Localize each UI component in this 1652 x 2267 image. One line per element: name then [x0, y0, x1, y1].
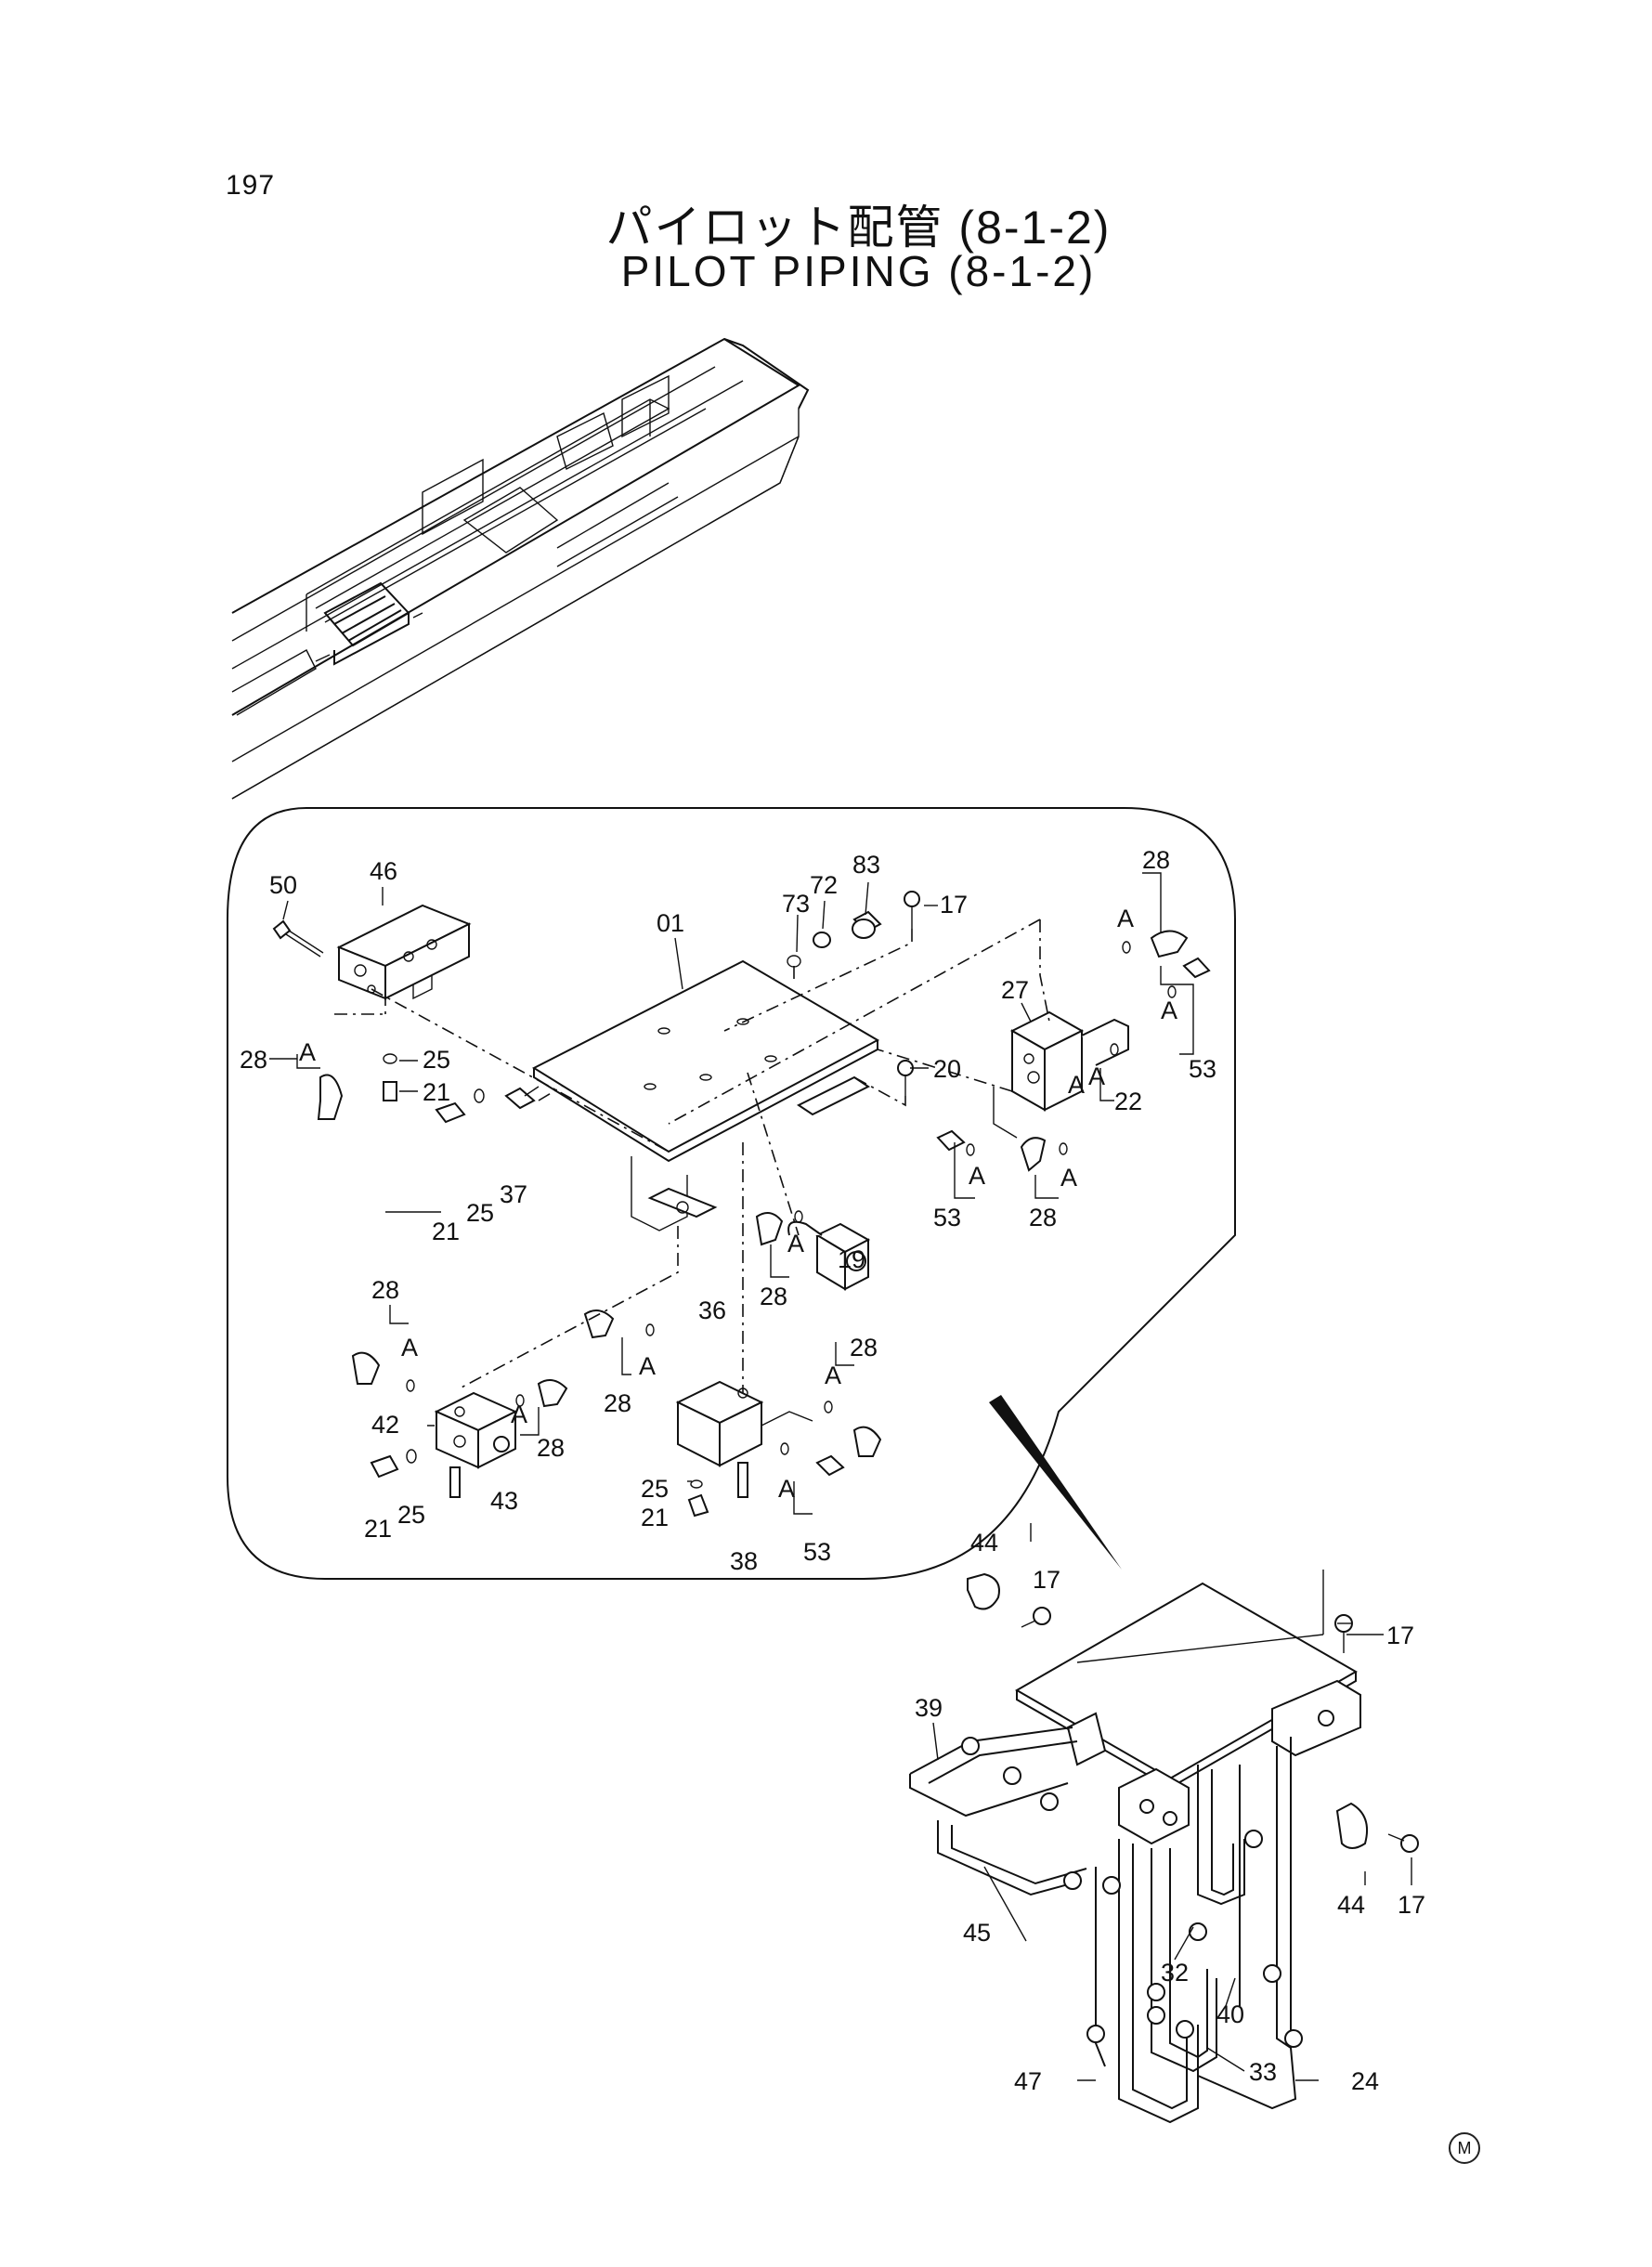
callout-44-right: 44	[1337, 1891, 1365, 1919]
callout-01: 01	[657, 909, 684, 937]
callout-17-top: 17	[940, 891, 968, 919]
callout-17-right: 17	[1386, 1622, 1414, 1649]
alignment-lines	[334, 919, 1050, 1393]
bolt-50-icon	[272, 919, 324, 958]
highlighted-valve-cluster	[315, 581, 423, 666]
detail-mark-a: A	[825, 1362, 841, 1389]
callout-28-top-right: 28	[1142, 846, 1170, 874]
manufacturer-mark: M	[1449, 2132, 1480, 2164]
callout-47: 47	[1014, 2067, 1042, 2095]
callout-45: 45	[963, 1919, 991, 1947]
leader-lines	[269, 881, 1412, 2081]
callout-21-mid: 21	[432, 1218, 460, 1245]
valve-block-36-icon	[675, 1380, 813, 1467]
exploded-view	[272, 872, 1211, 1518]
callout-21-lower: 21	[364, 1515, 392, 1543]
detail-mark-a: A	[787, 1230, 804, 1257]
detail-mark-a: A	[511, 1401, 527, 1428]
assembled-view	[909, 1570, 1419, 2124]
valve-block-46-icon	[336, 904, 472, 1000]
callout-28-left: 28	[240, 1046, 267, 1074]
callout-28-lower-mid: 28	[537, 1434, 565, 1462]
callout-17-mid: 17	[1033, 1566, 1060, 1594]
detail-mark-a: A	[639, 1352, 656, 1380]
callout-19: 19	[838, 1245, 865, 1273]
callout-83: 83	[852, 851, 880, 879]
callout-38: 38	[730, 1547, 758, 1575]
mounting-plate-01-icon	[531, 959, 880, 1231]
detail-a-marks: A A A A A A A A A A A A A	[299, 905, 1177, 1503]
callout-40: 40	[1216, 2000, 1244, 2028]
callout-32: 32	[1161, 1959, 1189, 1987]
callout-33: 33	[1249, 2058, 1277, 2086]
title-english: PILOT PIPING (8-1-2)	[620, 247, 1097, 295]
machine-frame-overview	[231, 337, 810, 800]
callout-37: 37	[500, 1180, 527, 1208]
callout-44-top: 44	[970, 1529, 998, 1557]
callout-43: 43	[490, 1487, 518, 1515]
valve-block-42-icon	[434, 1391, 518, 1469]
detail-mark-a: A	[969, 1162, 985, 1190]
callout-53-right: 53	[1189, 1055, 1216, 1083]
callout-42: 42	[371, 1411, 399, 1439]
callout-28-mid-right: 28	[1029, 1204, 1057, 1231]
callout-50: 50	[269, 871, 297, 899]
callout-21-left: 21	[423, 1078, 450, 1106]
callout-28-lower-right: 28	[850, 1334, 878, 1362]
detail-bubble-outline	[227, 807, 1236, 1580]
callout-17-lower-right: 17	[1398, 1891, 1425, 1919]
callout-20: 20	[933, 1055, 961, 1083]
callout-73: 73	[782, 890, 810, 918]
detail-mark-a: A	[778, 1475, 795, 1503]
callout-28-centre: 28	[760, 1283, 787, 1310]
callout-53-mid: 53	[933, 1204, 961, 1231]
callout-28-lower-centre: 28	[604, 1389, 631, 1417]
callout-27: 27	[1001, 976, 1029, 1004]
callout-36: 36	[698, 1296, 726, 1324]
valve-block-27-icon	[993, 1010, 1129, 1139]
detail-mark-a: A	[1117, 905, 1134, 932]
callout-24: 24	[1351, 2067, 1379, 2095]
detail-mark-a: A	[1161, 997, 1177, 1024]
callout-28-lower-left: 28	[371, 1276, 399, 1304]
detail-mark-a: A	[299, 1038, 316, 1066]
detail-mark-a: A	[1088, 1062, 1105, 1090]
callout-25-lower-centre: 25	[641, 1475, 669, 1503]
detail-pointer	[989, 1395, 1122, 1570]
callout-72: 72	[810, 871, 838, 899]
detail-mark-a: A	[401, 1334, 418, 1362]
callout-21-lower-centre: 21	[641, 1504, 669, 1531]
detail-mark-a: A	[1068, 1071, 1085, 1099]
callout-22: 22	[1114, 1088, 1142, 1115]
callout-39: 39	[915, 1694, 943, 1722]
callout-25-left: 25	[423, 1046, 450, 1074]
title-japanese: パイロット配管 (8-1-2)	[605, 202, 1112, 254]
callout-46: 46	[370, 857, 397, 885]
callout-25-mid: 25	[466, 1199, 494, 1227]
fittings	[317, 891, 1211, 1518]
callout-25-lower: 25	[397, 1501, 425, 1529]
valve-19-icon	[787, 1220, 871, 1291]
page-number: 197	[226, 170, 276, 201]
detail-mark-a: A	[1060, 1164, 1077, 1192]
callout-53-lower: 53	[803, 1538, 831, 1566]
callout-labels: 01 46 50 73 72 83 17 28 27 53 20 22 25 2…	[240, 846, 1425, 2095]
